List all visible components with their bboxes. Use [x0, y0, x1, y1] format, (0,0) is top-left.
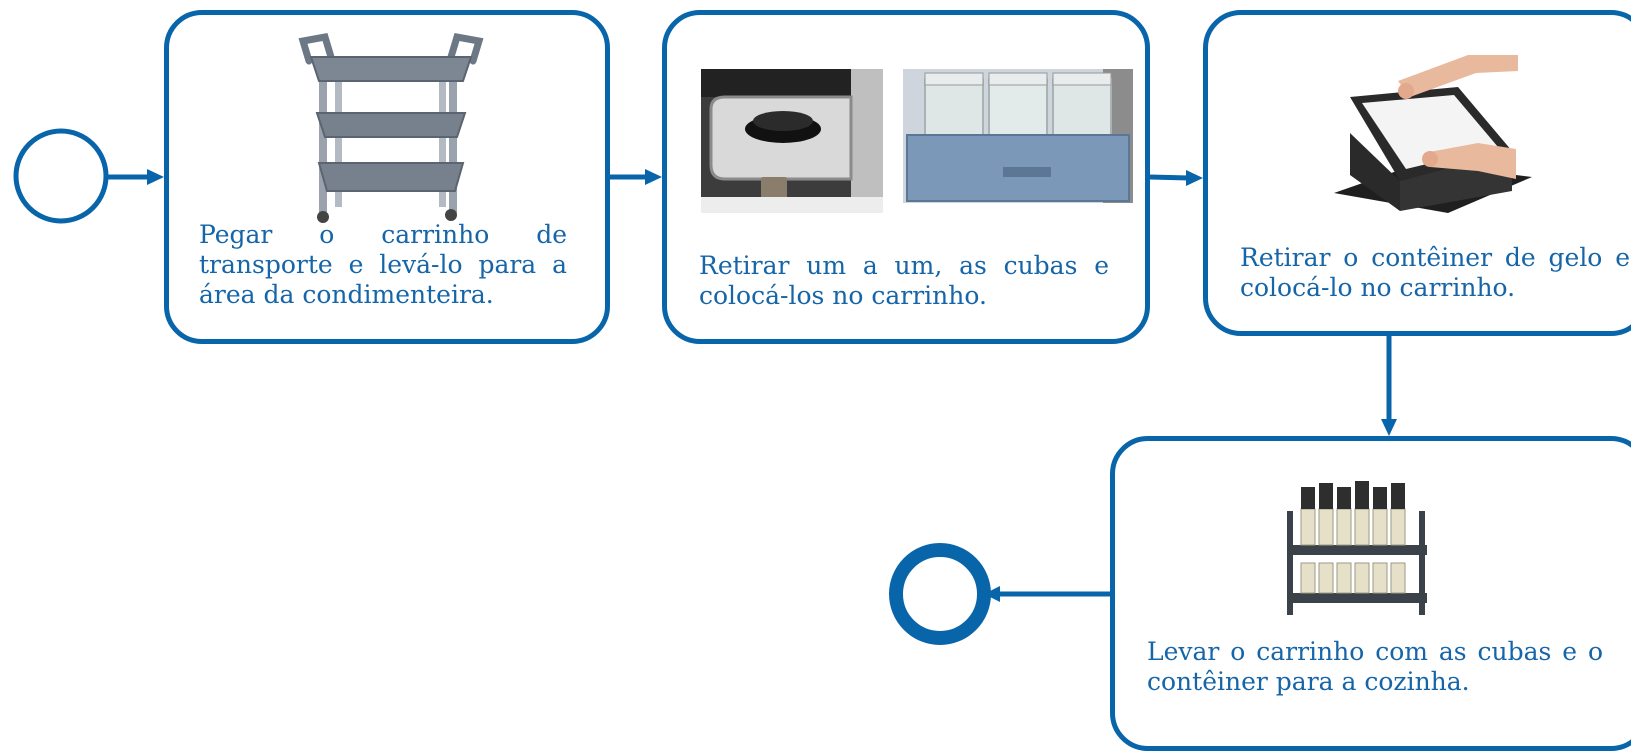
step-2-text: Retirar um a um, as cubas e colocá-los n…: [699, 251, 1109, 310]
step-4-text: Levar o carrinho com as cubas e o contêi…: [1147, 637, 1603, 696]
arrow-step-4-to-end: [984, 586, 1110, 602]
loaded-cart-photo: [1279, 465, 1435, 621]
step-4-box: Levar o carrinho com as cubas e o contêi…: [1110, 436, 1631, 751]
end-event: [889, 543, 991, 645]
ice-container-photo: [1334, 55, 1532, 213]
step-3-text: Retirar o contêiner de gelo e colocá-lo …: [1240, 243, 1630, 302]
condiment-bin-photo: [701, 69, 883, 213]
step-2-box: Retirar um a um, as cubas e colocá-los n…: [662, 10, 1150, 344]
arrow-step-2-to-step-3: [1149, 170, 1203, 186]
step-1-text: Pegar o carrinho de transporte e levá-lo…: [199, 220, 567, 309]
arrow-step-1-to-step-2: [610, 169, 662, 185]
step-1-box: Pegar o carrinho de transporte e levá-lo…: [164, 10, 610, 344]
cart-photo: [298, 32, 484, 223]
arrow-start-to-step-1: [106, 169, 164, 185]
arrow-step-3-to-step-4: [1381, 336, 1397, 436]
condiment-bins-tray-photo: [903, 69, 1133, 203]
step-3-box: Retirar o contêiner de gelo e colocá-lo …: [1203, 10, 1631, 336]
start-event: [13, 128, 109, 224]
